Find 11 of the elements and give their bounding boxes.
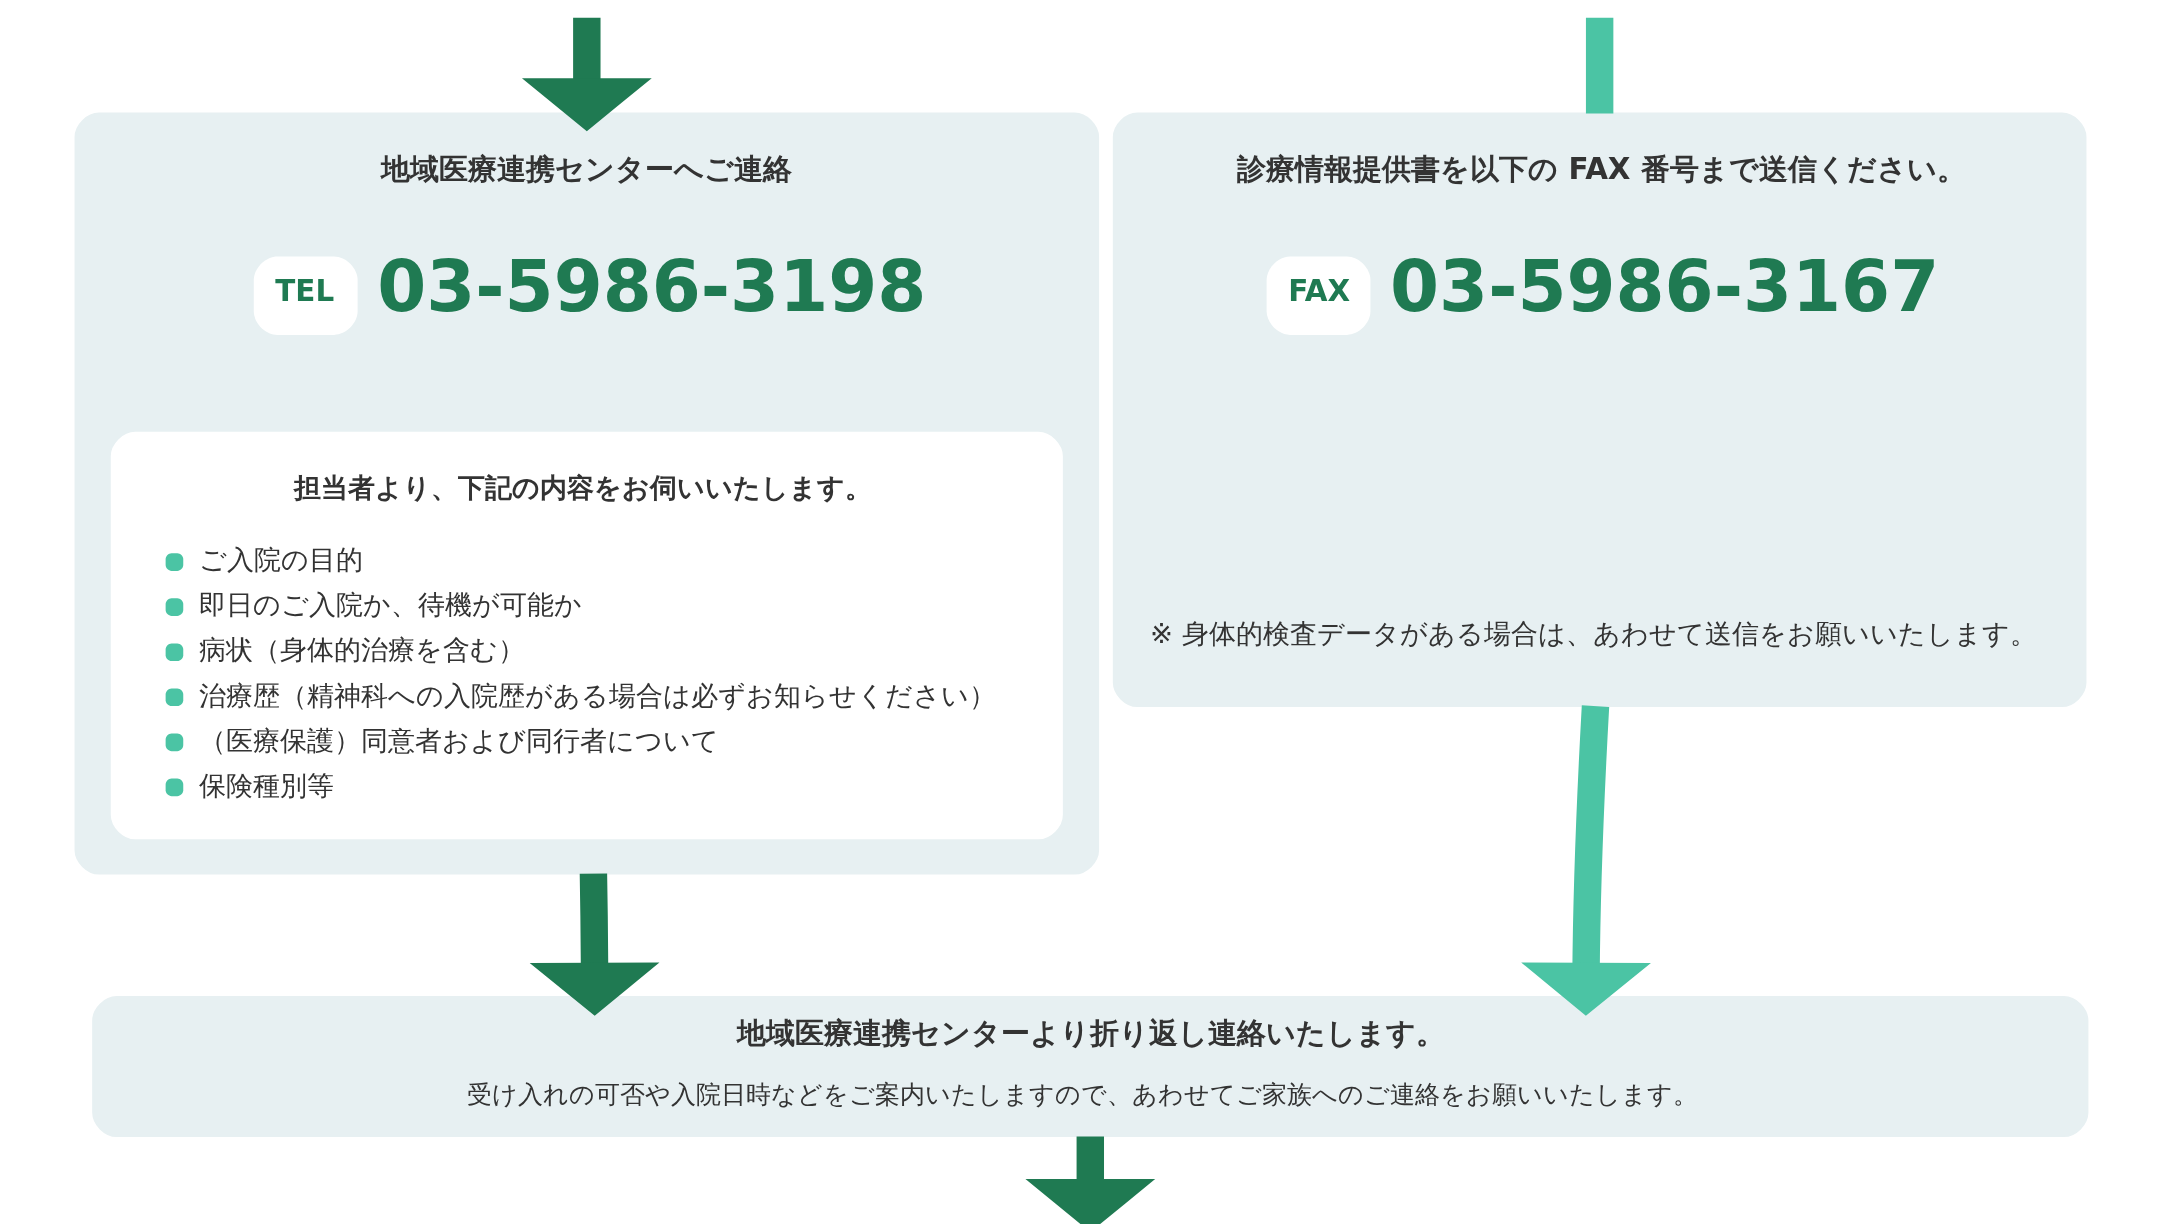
node-box: FAX [1266, 256, 1370, 335]
node-label: 03-5986-3198 [376, 245, 926, 328]
connector [1585, 17, 1613, 114]
node-box: 地域医療連携センターより折り返し連絡いたします。 受け入れの可否や入院日時などをご案内いたしますので、あわせてご家族へのご連絡をお願いいたします。 [91, 996, 2088, 1138]
arrow [529, 873, 659, 1016]
node-box: TEL [253, 256, 358, 335]
arrow [1024, 1136, 1155, 1224]
node-box: 担当者より、下記の内容をお伺いいたします。 ご入院の目的 即日のご入院か、待機が可能か 病状（身体的治療を含む） 治療歴（精神科への入院歴がある場合は必ずお知らせください） （医療保護）同意者および同行者について 保険種別等 [110, 431, 1063, 840]
node-label: 03-5986-3167 [1389, 245, 1939, 328]
arrow [521, 17, 652, 132]
arrow [1520, 705, 1651, 1016]
